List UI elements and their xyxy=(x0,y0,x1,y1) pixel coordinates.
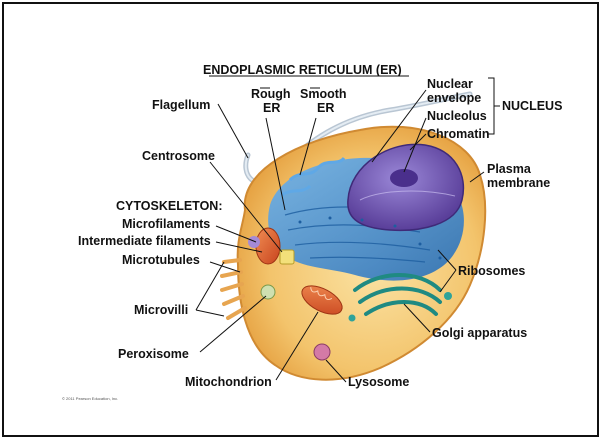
label-chromatin: Chromatin xyxy=(427,127,490,141)
label-flagellum: Flagellum xyxy=(152,98,210,112)
label-cytoskeleton: CYTOSKELETON: xyxy=(116,199,223,213)
copyright-text: © 2011 Pearson Education, Inc. xyxy=(62,396,118,401)
label-nucleus: NUCLEUS xyxy=(502,99,562,113)
label-centrosome: Centrosome xyxy=(142,149,215,163)
label-er-title: ENDOPLASMIC RETICULUM (ER) xyxy=(203,63,402,77)
label-smooth-er-line2: ER xyxy=(317,101,334,115)
label-nucleolus: Nucleolus xyxy=(427,109,487,123)
label-intermediate-filaments: Intermediate filaments xyxy=(78,234,211,248)
label-nuclear-envelope-line1: Nuclear xyxy=(427,77,473,91)
label-ribosomes: Ribosomes xyxy=(458,264,525,278)
label-plasma-membrane-line2: membrane xyxy=(487,176,550,190)
label-rough-er-line1: Rough xyxy=(251,87,291,101)
label-smooth-er-line1: Smooth xyxy=(300,87,347,101)
centrosome-shape xyxy=(280,250,294,264)
lysosome-shape xyxy=(314,344,330,360)
label-microtubules: Microtubules xyxy=(122,253,200,267)
label-peroxisome: Peroxisome xyxy=(118,347,189,361)
label-mitochondrion: Mitochondrion xyxy=(185,375,272,389)
mitochondrion-shape-2 xyxy=(256,228,280,264)
label-nuclear-envelope-line2: envelope xyxy=(427,91,481,105)
label-microvilli: Microvilli xyxy=(134,303,188,317)
peroxisome-shape xyxy=(261,285,275,299)
label-microfilaments: Microfilaments xyxy=(122,217,210,231)
label-lysosome: Lysosome xyxy=(348,375,409,389)
label-rough-er-line2: ER xyxy=(263,101,280,115)
label-golgi-apparatus: Golgi apparatus xyxy=(432,326,527,340)
label-plasma-membrane-line1: Plasma xyxy=(487,162,532,176)
